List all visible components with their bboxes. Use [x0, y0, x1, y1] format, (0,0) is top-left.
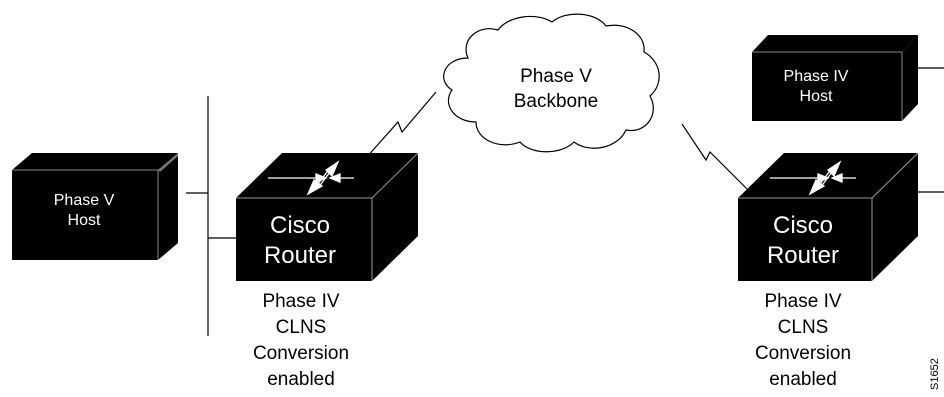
figure-id: S1652: [929, 358, 941, 390]
cisco-router-right: Cisco Router: [738, 152, 919, 281]
router-right-caption-line4: enabled: [769, 369, 837, 390]
cisco-router-left: Cisco Router: [236, 152, 419, 281]
serial-link-right: [681, 123, 751, 193]
router-left-label-line1: Cisco: [270, 212, 330, 239]
router-left-label-line2: Router: [264, 242, 336, 269]
serial-link-left: [365, 91, 437, 159]
lan-segment: [186, 96, 236, 336]
phase-v-host: Phase V Host: [12, 153, 178, 260]
phase-iv-host-label-line2: Host: [800, 88, 833, 105]
phase-v-backbone-cloud: Phase V Backbone: [443, 13, 660, 153]
router-left-caption-line4: enabled: [267, 369, 335, 390]
cloud-label-line2: Backbone: [514, 91, 599, 112]
phase-v-host-label-line1: Phase V: [54, 192, 115, 209]
phase-v-host-label-line2: Host: [68, 212, 101, 229]
router-right-label-line2: Router: [767, 242, 839, 269]
router-right-caption-line1: Phase IV: [764, 291, 841, 312]
phase-iv-host-label-line1: Phase IV: [784, 68, 849, 85]
cloud-label-line1: Phase V: [520, 66, 592, 87]
router-left-caption-line3: Conversion: [253, 343, 349, 364]
router-arrows-icon: [268, 160, 354, 196]
router-arrows-icon: [770, 160, 856, 196]
phase-iv-host: Phase IV Host: [752, 35, 918, 121]
router-right-caption-line3: Conversion: [755, 343, 851, 364]
router-left-caption: Phase IV CLNS Conversion enabled: [253, 291, 349, 390]
router-left-caption-line1: Phase IV: [262, 291, 339, 312]
router-right-caption: Phase IV CLNS Conversion enabled: [755, 291, 851, 390]
router-right-caption-line2: CLNS: [778, 317, 829, 338]
router-left-caption-line2: CLNS: [276, 317, 327, 338]
router-right-label-line1: Cisco: [773, 212, 833, 239]
